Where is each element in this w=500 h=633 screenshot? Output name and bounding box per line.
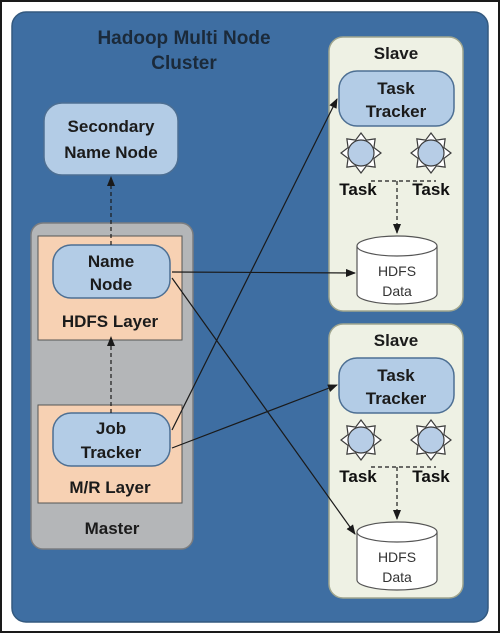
cluster-title-line2: Cluster: [151, 53, 217, 74]
job-tracker-line2: Tracker: [81, 443, 142, 462]
slave-1-hdfs-line1: HDFS: [378, 263, 416, 279]
job-tracker-to-slave-2-task-tracker-arrow: [171, 384, 338, 449]
job-tracker-line1: Job: [96, 419, 126, 438]
master-label: Master: [85, 519, 140, 538]
slave-1-task-tracker-line1: Task: [377, 79, 415, 98]
slave-2-task-tracker-line2: Tracker: [366, 389, 427, 408]
job-tracker-to-slave-1-task-tracker-arrow: [171, 98, 338, 431]
gear-icon: [410, 419, 452, 461]
name-node: Name Node: [52, 244, 171, 299]
cluster-title-line1: Hadoop Multi Node: [97, 28, 270, 49]
slave-2-task-right: Task: [412, 467, 450, 486]
slave-1-task-left: Task: [339, 180, 377, 199]
slave-2-task-left: Task: [339, 467, 377, 486]
database-cylinder-icon: [356, 235, 438, 305]
gear-hub: [347, 426, 375, 454]
gear-hub: [417, 139, 445, 167]
gear-icon: [340, 419, 382, 461]
slave-2: Slave Task Tracker Task Task HDFS Data: [328, 323, 464, 599]
name-node-to-slave-2-hdfs-arrow: [171, 277, 356, 535]
database-cylinder-icon: [356, 521, 438, 591]
job-tracker: Job Tracker: [52, 412, 171, 467]
slave-1-task-tracker-line2: Tracker: [366, 102, 427, 121]
secondary-name-node: Secondary Name Node: [43, 102, 179, 176]
name-node-to-slave-1-hdfs-arrow: [171, 268, 356, 277]
slave-1-label: Slave: [374, 44, 418, 63]
gear-icon: [410, 132, 452, 174]
name-node-line2: Node: [90, 275, 133, 294]
slave-1-hdfs-line2: Data: [382, 283, 412, 299]
name-node-line1: Name: [88, 252, 134, 271]
gear-hub: [347, 139, 375, 167]
slave-2-hdfs-line1: HDFS: [378, 549, 416, 565]
slave-1-task-tracker: Task Tracker: [338, 70, 455, 127]
slave-2-task-tracker-line1: Task: [377, 366, 415, 385]
mr-layer-label: M/R Layer: [69, 478, 151, 497]
slave-2-label: Slave: [374, 331, 418, 350]
gear-icon: [340, 132, 382, 174]
slave-2-hdfs-line2: Data: [382, 569, 412, 585]
slave-1-task-right: Task: [412, 180, 450, 199]
gear-hub: [417, 426, 445, 454]
slave-2-task-tracker: Task Tracker: [338, 357, 455, 414]
secondary-name-node-line1: Secondary: [68, 117, 155, 136]
slave-1: Slave Task Tracker Task Task HDFS Data: [328, 36, 464, 312]
secondary-name-node-line2: Name Node: [64, 143, 158, 162]
hdfs-layer-label: HDFS Layer: [62, 312, 159, 331]
